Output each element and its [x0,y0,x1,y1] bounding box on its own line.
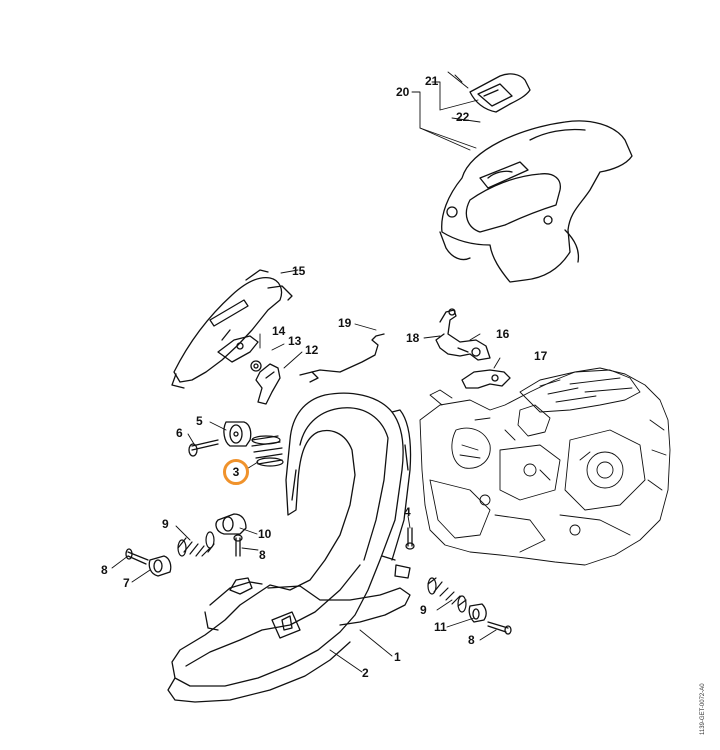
callout-15: 15 [292,264,306,278]
callout-18: 18 [406,331,420,345]
top-cover-shroud [439,120,633,283]
callout-19: 19 [338,316,352,330]
throttle-trigger [171,269,293,389]
callout-17: 17 [534,349,548,363]
throttle-rod [299,333,385,383]
callout-5: 5 [196,414,203,428]
callout-8-right: 8 [468,633,475,647]
screw-8-middle [233,534,243,557]
buffer-10 [215,513,247,535]
screw-6 [188,439,219,457]
buffer-7 [148,555,172,577]
callout-20: 20 [396,85,410,99]
callout-7: 7 [123,576,130,590]
screw-8-left [125,548,149,565]
leader-lines [111,269,501,673]
callout-8-left: 8 [101,563,108,577]
callout-11: 11 [434,620,447,634]
callout-9-left: 9 [162,517,169,531]
callout-9-right: 9 [420,603,427,617]
choke-lever-17 [461,369,511,389]
callout-16: 16 [496,327,510,341]
callout-10: 10 [258,527,272,541]
callout-3-highlighted: 3 [223,459,249,485]
callout-13: 13 [288,334,302,348]
callout-6: 6 [176,426,183,440]
spring-9-right [427,577,467,613]
screw-8-right [487,621,512,635]
rear-handle [167,392,412,703]
callout-1: 1 [394,650,401,664]
choke-parts-16-18 [435,308,491,361]
spring-9-left [177,531,215,557]
throttle-parts-14-13-12 [217,335,281,405]
callout-8-middle: 8 [259,548,266,562]
callout-14: 14 [272,324,286,338]
buffer-11 [468,603,487,623]
screw-4 [405,527,415,550]
cover-leader-lines [411,71,481,151]
engine-block [419,367,671,566]
callout-4: 4 [404,505,411,519]
buffer-5 [223,421,252,447]
callout-21: 21 [425,74,439,88]
callout-2: 2 [362,666,369,680]
document-reference: 1139-GET-0072-A0 [700,683,706,735]
cover-latch [469,73,531,113]
spring-3 [251,435,284,467]
callout-22: 22 [456,110,470,124]
callout-12: 12 [305,343,319,357]
